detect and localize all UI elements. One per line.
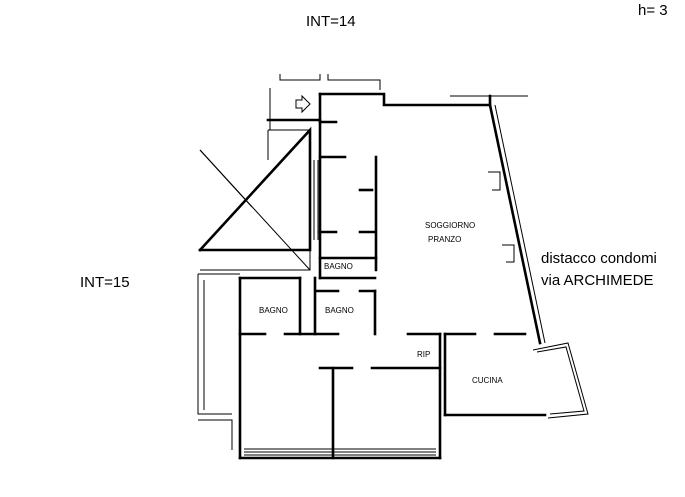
label-street: via ARCHIMEDE xyxy=(541,272,654,289)
interior-walls xyxy=(238,118,547,460)
label-distacco: distacco condomi xyxy=(541,250,657,267)
room-label-rip: RIP xyxy=(417,350,430,359)
label-int-14: INT=14 xyxy=(306,13,356,30)
room-label-soggiorno: SOGGIORNO xyxy=(425,221,475,230)
stair-void xyxy=(198,126,319,271)
window-sill xyxy=(244,448,436,456)
balcony xyxy=(532,342,589,419)
room-label-bagno-left: BAGNO xyxy=(259,306,288,315)
neighbour-walls xyxy=(197,273,240,450)
room-label-bagno-right: BAGNO xyxy=(325,306,354,315)
room-label-cucina: CUCINA xyxy=(472,376,503,385)
room-label-pranzo: PRANZO xyxy=(428,235,461,244)
label-height: h= 3 xyxy=(638,2,668,19)
entrance-arrow-icon xyxy=(295,94,311,114)
label-int-15: INT=15 xyxy=(80,274,130,291)
facade-wall xyxy=(488,103,546,345)
exterior-walls xyxy=(266,74,528,160)
room-label-bagno-top: BAGNO xyxy=(324,262,353,271)
